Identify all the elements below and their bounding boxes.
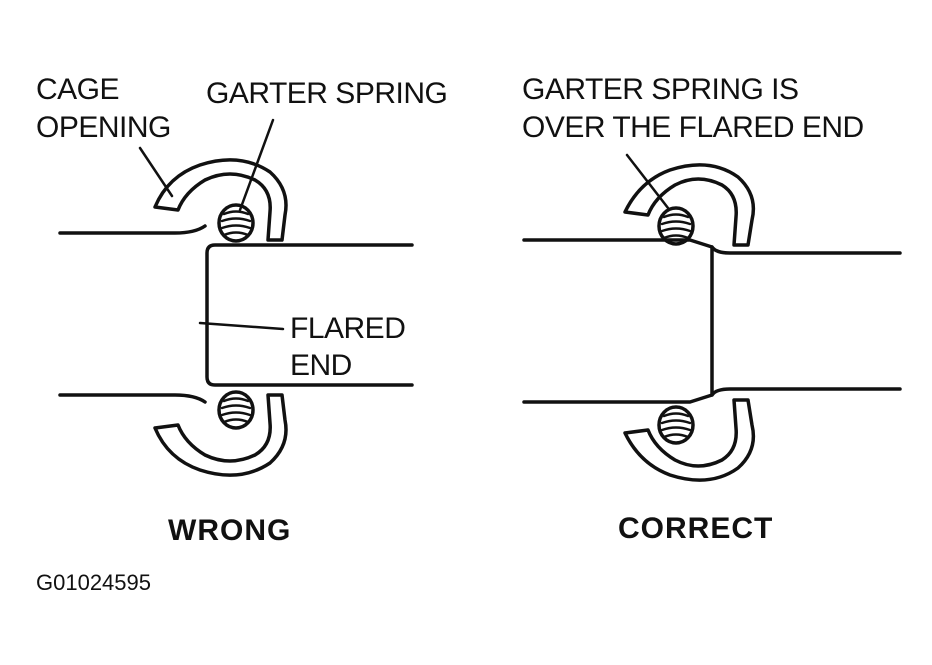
right-upper-cage	[623, 163, 756, 247]
wrong-caption: WRONG	[168, 514, 292, 547]
right-lower-garter-spring	[657, 405, 695, 445]
left-upper-garter-spring	[217, 203, 255, 243]
right-flared-tube	[710, 245, 902, 397]
cage-opening-leader	[138, 146, 174, 198]
left-upper-cage	[153, 158, 288, 242]
flared-end-label-line1: FLARED	[290, 312, 406, 345]
garter-over-label-line1: GARTER SPRING IS	[522, 73, 799, 106]
garter-spring-leader	[238, 118, 275, 212]
garter-over-label-line2: OVER THE FLARED END	[522, 111, 864, 144]
right-upper-garter-spring	[657, 206, 695, 246]
left-lower-garter-spring	[217, 390, 255, 430]
flared-end-leader	[198, 321, 285, 331]
right-pipe-top-wall	[522, 238, 714, 249]
garter-spring-label: GARTER SPRING	[206, 77, 448, 110]
left-pipe-bottom-wall	[58, 393, 207, 404]
left-flared-tube	[205, 243, 414, 387]
figure-id: G01024595	[36, 570, 151, 595]
wrong-assembly	[58, 118, 414, 477]
right-pipe-bottom-wall	[522, 393, 714, 404]
correct-assembly	[522, 153, 902, 482]
cage-opening-label-line2: OPENING	[36, 111, 171, 144]
cage-opening-label-line1: CAGE	[36, 73, 120, 106]
flared-end-label-line2: END	[290, 349, 352, 382]
right-lower-cage	[623, 398, 756, 482]
left-pipe-top-wall	[58, 224, 207, 235]
garter-over-leader	[625, 153, 670, 210]
left-lower-cage	[153, 393, 288, 477]
correct-caption: CORRECT	[618, 512, 774, 545]
